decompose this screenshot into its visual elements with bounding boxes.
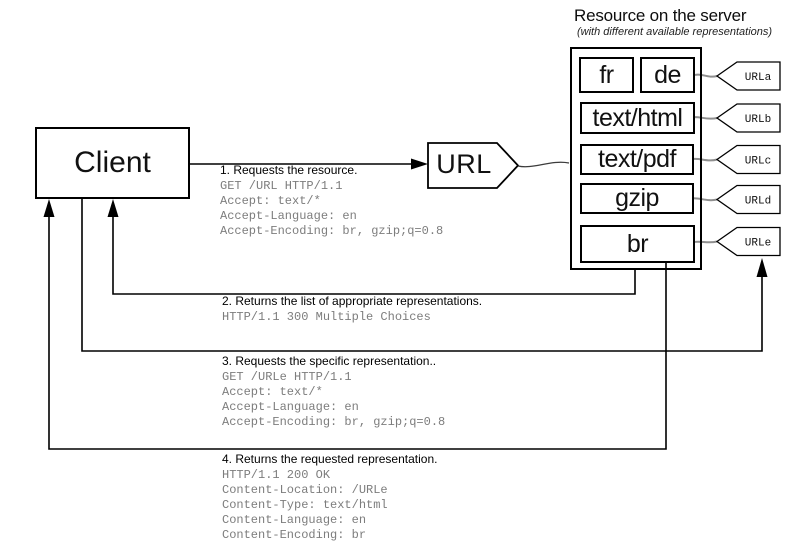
arrowhead-up-icon (43, 199, 55, 217)
http-header-line: Accept: text/* (222, 385, 323, 399)
message-3-block: 3. Requests the specific representation.… (222, 354, 445, 430)
client-box: Client (35, 127, 190, 199)
representation-label: de (654, 60, 681, 89)
url-tag-a-label: URLa (745, 72, 772, 84)
connector-de-urla (694, 73, 718, 78)
server-resource-box (570, 47, 702, 270)
http-request-line: GET /URLe HTTP/1.1 (222, 370, 352, 384)
url-tag-c-label: URLc (745, 156, 771, 168)
message-3-label: 3. Requests the specific representation.… (222, 354, 437, 368)
representation-box-fr: fr (579, 57, 634, 93)
http-status-line: HTTP/1.1 200 OK (222, 468, 331, 482)
request-3-line (81, 199, 763, 352)
http-header-line: Accept-Encoding: br, gzip;q=0.8 (222, 415, 446, 429)
url-tag-b-label: URLb (745, 114, 771, 126)
url-tag-d-shape (715, 184, 781, 215)
url-tag-b-shape (715, 103, 781, 133)
arrowhead-right-icon (411, 158, 428, 170)
http-header-line: Accept-Encoding: br, gzip;q=0.8 (220, 224, 444, 238)
arrowhead-up-icon (756, 258, 768, 277)
message-2-label: 2. Returns the list of appropriate repre… (222, 294, 483, 308)
url-tag-a-shape (715, 61, 781, 91)
http-header-line: Content-Encoding: br (222, 528, 367, 542)
http-header-line: Content-Type: text/html (222, 498, 388, 512)
representation-box-de: de (640, 57, 695, 93)
http-header-line: Accept-Language: en (222, 400, 359, 414)
server-title: Resource on the server (574, 6, 747, 25)
representation-label: br (626, 229, 649, 258)
url-tag-d-label: URLd (745, 196, 771, 208)
url-tag-c-shape (715, 144, 781, 175)
url-node-label: URL (436, 149, 492, 179)
http-header-line: Content-Language: en (222, 513, 367, 527)
url-pentagon (427, 142, 520, 189)
representation-box-br: br (580, 225, 695, 263)
message-1-block: 1. Requests the resource. GET /URL HTTP/… (220, 163, 443, 239)
http-header-line: Content-Location: /URLe (222, 483, 388, 497)
http-status-line: HTTP/1.1 300 Multiple Choices (222, 310, 431, 324)
representation-label: text/html (592, 103, 683, 132)
representation-label: fr (599, 60, 614, 89)
server-subtitle: (with different available representation… (577, 26, 773, 38)
url-tag-e-label: URLe (745, 238, 771, 250)
arrowhead-up-icon (107, 199, 119, 217)
http-header-line: Accept: text/* (220, 194, 321, 208)
representation-label: text/pdf (598, 145, 677, 173)
response-4-line (48, 215, 667, 450)
message-4-block: 4. Returns the requested representation.… (222, 452, 437, 542)
representation-box-gzip: gzip (580, 183, 694, 214)
message-2-block: 2. Returns the list of appropriate repre… (222, 294, 482, 325)
message-1-label: 1. Requests the resource. (220, 163, 358, 177)
representation-box-text-html: text/html (580, 102, 695, 134)
http-header-line: Accept-Language: en (220, 209, 357, 223)
url-tag-e-shape (715, 226, 781, 257)
url-to-server-connector (517, 161, 570, 168)
client-label: Client (74, 146, 151, 179)
representation-label: gzip (615, 184, 659, 212)
message-4-label: 4. Returns the requested representation. (222, 452, 438, 466)
response-2-line (112, 215, 636, 295)
representation-box-text-pdf: text/pdf (580, 144, 694, 175)
http-request-line: GET /URL HTTP/1.1 (220, 179, 343, 193)
